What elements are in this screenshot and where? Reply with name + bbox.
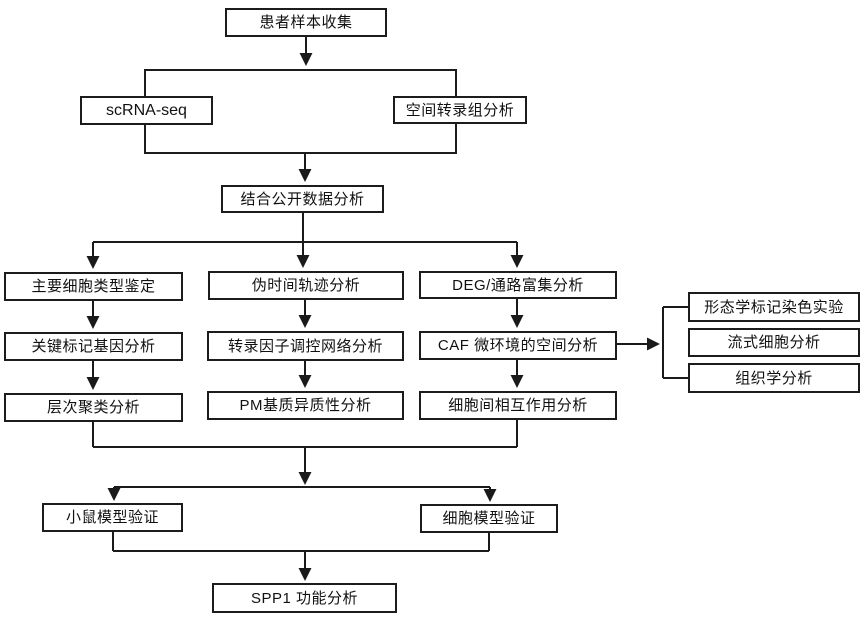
node-cell-model: 细胞模型验证: [420, 504, 558, 533]
node-tf-regulatory-network: 转录因子调控网络分析: [207, 331, 404, 361]
node-flow-cytometry: 流式细胞分析: [688, 328, 860, 357]
node-pm-matrix-heterogeneity: PM基质异质性分析: [207, 391, 404, 420]
node-morphology-staining: 形态学标记染色实验: [688, 292, 860, 322]
node-mouse-model: 小鼠模型验证: [42, 503, 183, 532]
node-public-data: 结合公开数据分析: [221, 185, 384, 213]
node-spp1-function: SPP1 功能分析: [212, 583, 397, 613]
node-cell-interaction: 细胞间相互作用分析: [419, 391, 617, 420]
node-deg-pathway-enrichment: DEG/通路富集分析: [419, 271, 617, 299]
node-cell-type-identification: 主要细胞类型鉴定: [4, 272, 183, 301]
node-caf-spatial-analysis: CAF 微环境的空间分析: [419, 331, 617, 360]
node-pseudotime-trajectory: 伪时间轨迹分析: [208, 271, 404, 300]
node-scrna-seq: scRNA-seq: [80, 96, 213, 125]
node-spatial-transcriptome: 空间转录组分析: [393, 96, 527, 124]
node-histology: 组织学分析: [688, 363, 860, 393]
node-patient-sample: 患者样本收集: [225, 8, 387, 37]
node-hierarchical-clustering: 层次聚类分析: [4, 393, 183, 422]
node-marker-gene-analysis: 关键标记基因分析: [4, 332, 183, 361]
